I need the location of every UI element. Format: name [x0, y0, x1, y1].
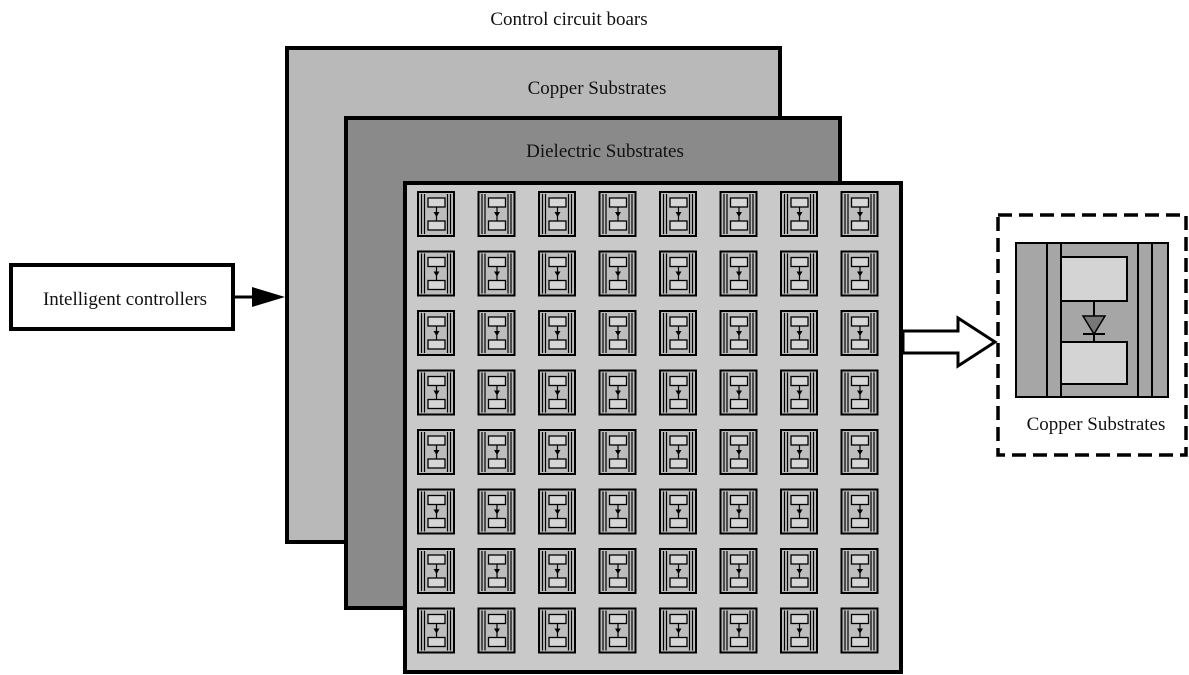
diode-cell-icon: [780, 310, 818, 356]
diode-cell-icon: [780, 488, 818, 535]
diode-cell-icon: [598, 191, 637, 237]
diode-cell-icon: [780, 429, 818, 475]
diode-cell-icon: [417, 191, 455, 237]
diode-cell-icon: [780, 369, 818, 416]
diode-cell-icon: [659, 369, 697, 416]
diode-cell-icon: [659, 191, 697, 237]
diode-cell-icon: [719, 429, 758, 475]
diode-cell-icon: [719, 191, 758, 237]
diode-cell-icon: [477, 488, 516, 535]
intelligent-controllers-label: Intelligent controllers: [43, 289, 207, 310]
diode-cell-icon: [659, 548, 697, 594]
diode-cell-icon: [840, 369, 879, 416]
diode-cell-icon: [538, 488, 576, 535]
copper-layer-label: Copper Substrates: [528, 78, 667, 99]
diode-cell-icon: [477, 310, 516, 356]
diode-cell-icon: [659, 488, 697, 535]
diode-cell-icon: [598, 488, 637, 535]
diode-detail-icon: [1015, 242, 1169, 398]
diode-cell-icon: [417, 548, 455, 594]
detail-label: Copper Substrates: [1027, 414, 1166, 435]
diode-cell-icon: [538, 250, 576, 297]
diode-cell-icon: [719, 369, 758, 416]
diode-cell-icon: [477, 607, 516, 654]
diode-cell-icon: [598, 607, 637, 654]
diode-cell-icon: [417, 310, 455, 356]
diode-cell-icon: [659, 429, 697, 475]
diode-cell-icon: [719, 607, 758, 654]
diode-cell-icon: [780, 548, 818, 594]
dielectric-layer-label: Dielectric Substrates: [526, 141, 684, 162]
diode-cell-icon: [538, 429, 576, 475]
diagram-title: Control circuit boars: [490, 9, 647, 30]
diode-cell-icon: [417, 488, 455, 535]
hollow-arrow-icon: [901, 315, 998, 369]
diode-cell-icon: [840, 191, 879, 237]
diode-cell-icon: [719, 488, 758, 535]
diode-cell-icon: [719, 250, 758, 297]
diode-cell-icon: [477, 548, 516, 594]
diode-cell-icon: [538, 548, 576, 594]
diode-cell-icon: [598, 310, 637, 356]
diode-cell-icon: [840, 548, 879, 594]
diode-cell-icon: [659, 310, 697, 356]
diode-cell-icon: [538, 191, 576, 237]
diode-cell-icon: [780, 250, 818, 297]
diode-cell-icon: [538, 607, 576, 654]
diode-cell-icon: [840, 250, 879, 297]
diode-cell-icon: [659, 607, 697, 654]
diode-cell-icon: [780, 191, 818, 237]
diode-cell-icon: [659, 250, 697, 297]
diode-cell-icon: [477, 191, 516, 237]
diode-cell-icon: [598, 250, 637, 297]
diode-cell-icon: [598, 548, 637, 594]
diode-cell-icon: [840, 429, 879, 475]
diode-cell-icon: [840, 607, 879, 654]
diode-cell-icon: [719, 310, 758, 356]
input-arrow-icon: [233, 287, 285, 307]
diode-cell-icon: [598, 429, 637, 475]
diode-cell-icon: [477, 250, 516, 297]
diode-cell-icon: [780, 607, 818, 654]
diode-cell-icon: [417, 607, 455, 654]
diode-cell-icon: [840, 488, 879, 535]
diode-cell-icon: [417, 369, 455, 416]
diode-cell-icon: [417, 250, 455, 297]
diode-cell-icon: [477, 429, 516, 475]
diode-cell-icon: [417, 429, 455, 475]
diode-cell-icon: [477, 369, 516, 416]
diode-cell-icon: [598, 369, 637, 416]
diode-cell-icon: [840, 310, 879, 356]
diode-cell-icon: [538, 310, 576, 356]
diode-cell-icon: [719, 548, 758, 594]
diode-cell-icon: [538, 369, 576, 416]
